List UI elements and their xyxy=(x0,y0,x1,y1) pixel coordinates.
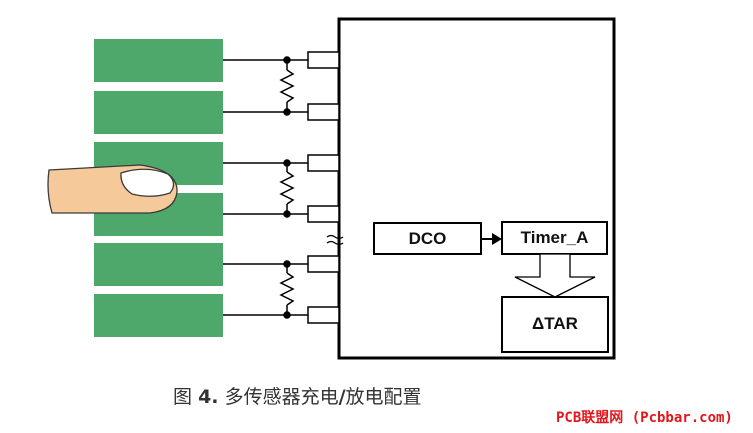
finger-icon xyxy=(47,164,178,214)
watermark: PCB联盟网 (Pcbbar.com) xyxy=(556,410,733,426)
tar-label: ΔTAR xyxy=(532,314,578,333)
sensor-pad-1 xyxy=(94,39,223,82)
pin-3 xyxy=(307,154,340,172)
caption-number: 4. xyxy=(198,386,219,408)
sensor-group-1 xyxy=(223,51,340,121)
timer-a-label: Timer_A xyxy=(520,228,589,247)
mcu-block xyxy=(337,17,616,360)
sensor-pad-6 xyxy=(94,294,223,337)
pin-2 xyxy=(307,103,340,121)
caption-text-a: 多传感器充电 xyxy=(224,386,339,408)
resistor-icon xyxy=(279,171,295,205)
caption-text-b: 放电配置 xyxy=(345,386,422,408)
arrow-icon xyxy=(492,233,502,245)
sensor-pad-5 xyxy=(94,243,223,286)
resistor-icon xyxy=(279,69,295,103)
pin-4 xyxy=(307,205,340,223)
tar-block xyxy=(501,296,609,353)
sensor-pad-2 xyxy=(94,91,223,134)
pin-6 xyxy=(307,306,340,324)
caption-prefix: 图 xyxy=(173,386,193,408)
pin-1 xyxy=(307,51,340,69)
sensor-group-3 xyxy=(223,255,340,324)
hollow-arrow-icon xyxy=(514,253,596,298)
resistor-icon xyxy=(279,272,295,306)
pin-5 xyxy=(307,255,340,273)
dco-label: DCO xyxy=(408,229,447,248)
break-symbol-icon xyxy=(326,234,344,246)
figure-caption: 图 4. 多传感器充电/放电配置 xyxy=(173,382,422,409)
caption-slash: / xyxy=(338,386,346,408)
sensor-group-2 xyxy=(223,154,340,223)
